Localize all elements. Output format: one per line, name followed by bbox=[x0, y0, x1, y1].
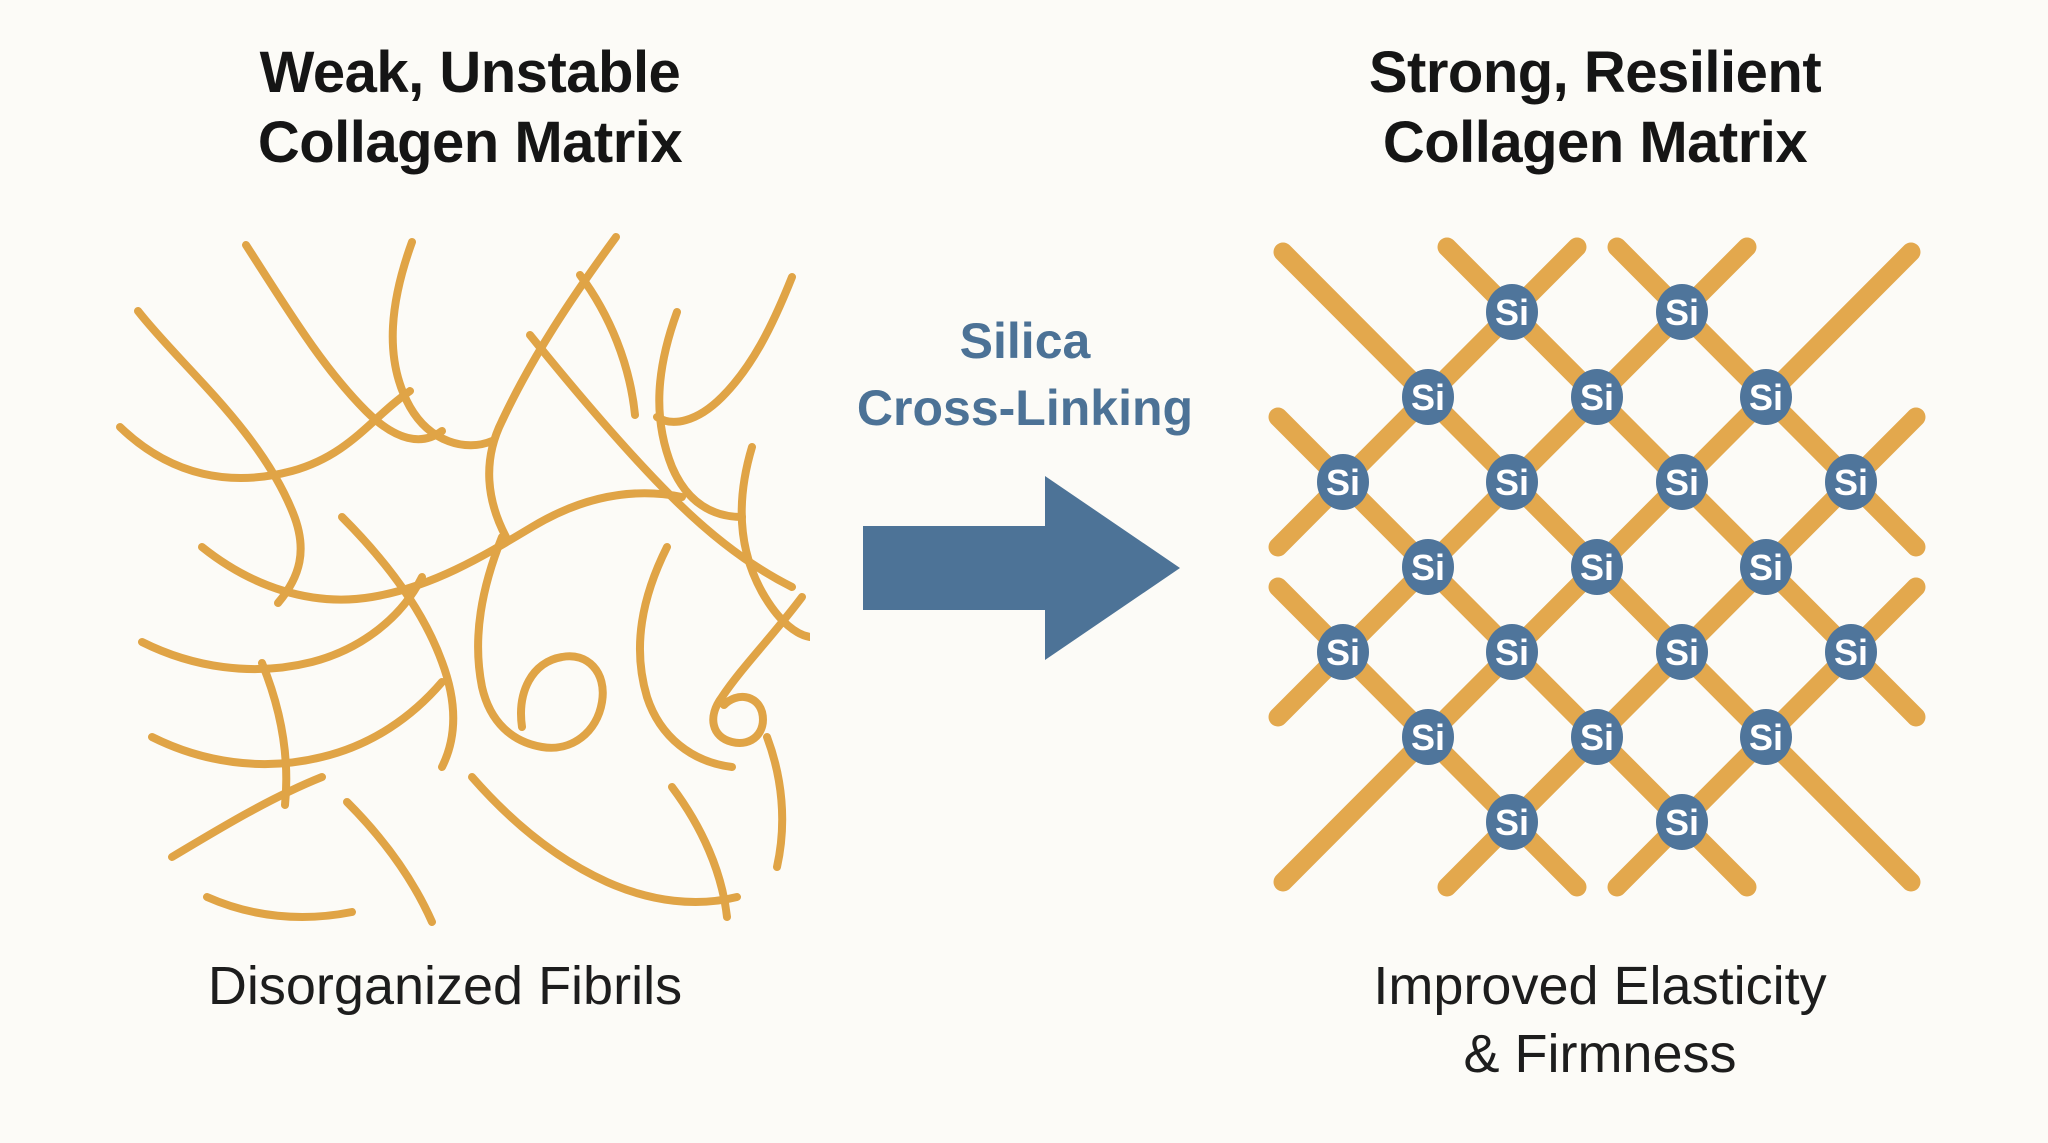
fibril-strand bbox=[468, 773, 741, 906]
fibril-strand bbox=[485, 233, 620, 541]
si-node bbox=[1317, 624, 1369, 680]
si-node-label: Si bbox=[1326, 462, 1360, 503]
si-node bbox=[1825, 454, 1877, 510]
si-node bbox=[1486, 624, 1538, 680]
si-node-label: Si bbox=[1665, 632, 1699, 673]
si-node-label: Si bbox=[1749, 547, 1783, 588]
si-node bbox=[1486, 794, 1538, 850]
si-node-label: Si bbox=[1495, 292, 1529, 333]
si-node bbox=[1825, 624, 1877, 680]
fibril-strand bbox=[343, 798, 436, 926]
si-node bbox=[1571, 709, 1623, 765]
fibril-strand bbox=[258, 659, 291, 809]
right-title-line-2: Collagen Matrix bbox=[1382, 109, 1808, 175]
right-caption-line-2: & Firmness bbox=[1463, 1024, 1737, 1085]
si-node bbox=[1486, 454, 1538, 510]
fibril-strand bbox=[653, 273, 796, 426]
fibril-strand bbox=[576, 271, 639, 419]
si-node bbox=[1486, 284, 1538, 340]
si-node-label: Si bbox=[1495, 632, 1529, 673]
si-node-label: Si bbox=[1665, 462, 1699, 503]
right-arrow-icon bbox=[863, 476, 1180, 660]
left-caption-text: Disorganized Fibrils bbox=[207, 956, 683, 1016]
right-title-line-1: Strong, Resilient bbox=[1368, 40, 1822, 105]
si-node-label: Si bbox=[1665, 802, 1699, 843]
si-node-label: Si bbox=[1580, 377, 1614, 418]
fibril-strand bbox=[474, 533, 607, 752]
fibril-strand bbox=[388, 238, 496, 450]
si-node-label: Si bbox=[1411, 547, 1445, 588]
si-node bbox=[1402, 709, 1454, 765]
si-node bbox=[1740, 369, 1792, 425]
si-node bbox=[1571, 539, 1623, 595]
crosslink-label-line-2: Cross-Linking bbox=[856, 380, 1194, 436]
right-panel-title: Strong, Resilient Collagen Matrix bbox=[1245, 38, 1945, 177]
fibril-strand bbox=[737, 443, 810, 641]
si-node-label: Si bbox=[1580, 717, 1614, 758]
fibril-strand bbox=[138, 573, 426, 673]
si-node-label: Si bbox=[1749, 377, 1783, 418]
si-node-label: Si bbox=[1495, 462, 1529, 503]
si-node-label: Si bbox=[1580, 547, 1614, 588]
fibril-strand bbox=[134, 307, 305, 607]
fibril-strand bbox=[763, 733, 787, 871]
left-panel-title: Weak, Unstable Collagen Matrix bbox=[120, 38, 820, 177]
fibril-strand bbox=[203, 893, 356, 921]
si-node-label: Si bbox=[1495, 802, 1529, 843]
si-node bbox=[1656, 454, 1708, 510]
si-node bbox=[1656, 284, 1708, 340]
crosslink-label-line-1: Silica bbox=[959, 313, 1091, 369]
disorganized-fibrils-illustration bbox=[116, 233, 810, 926]
si-node bbox=[1402, 539, 1454, 595]
si-node bbox=[1571, 369, 1623, 425]
si-node-label: Si bbox=[1326, 632, 1360, 673]
right-panel-caption: Improved Elasticity & Firmness bbox=[1250, 952, 1950, 1088]
fibril-strand bbox=[242, 241, 446, 444]
left-panel-caption: Disorganized Fibrils bbox=[115, 952, 775, 1020]
si-node-label: Si bbox=[1749, 717, 1783, 758]
silica-crosslinking-label: Silica Cross-Linking bbox=[830, 308, 1220, 442]
si-node-label: Si bbox=[1665, 292, 1699, 333]
si-node-label: Si bbox=[1834, 632, 1868, 673]
right-arrow-shape bbox=[863, 476, 1180, 660]
si-node bbox=[1656, 794, 1708, 850]
fibril-strand bbox=[668, 783, 731, 921]
fibril-strand bbox=[709, 593, 806, 747]
si-node-label: Si bbox=[1834, 462, 1868, 503]
si-node-label: Si bbox=[1411, 717, 1445, 758]
left-title-line-2: Collagen Matrix bbox=[257, 109, 683, 175]
si-node bbox=[1317, 454, 1369, 510]
fibril-strand bbox=[655, 308, 746, 521]
si-node bbox=[1656, 624, 1708, 680]
fibril-strand bbox=[168, 773, 326, 861]
left-title-line-1: Weak, Unstable bbox=[259, 40, 681, 105]
fibril-strand bbox=[198, 489, 686, 604]
si-node bbox=[1740, 539, 1792, 595]
fibril-strand bbox=[338, 513, 458, 771]
fibril-strand bbox=[635, 543, 736, 771]
si-node bbox=[1740, 709, 1792, 765]
si-node bbox=[1402, 369, 1454, 425]
right-caption-line-1: Improved Elasticity bbox=[1373, 956, 1827, 1016]
si-node-label: Si bbox=[1411, 377, 1445, 418]
fibril-strand bbox=[148, 678, 446, 768]
